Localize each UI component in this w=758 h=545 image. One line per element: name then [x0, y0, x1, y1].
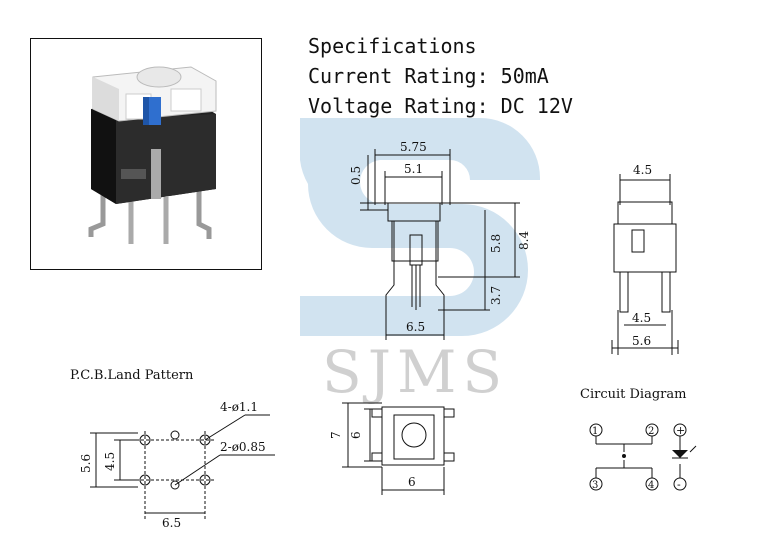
- spec-voltage: Voltage Rating: DC 12V: [308, 94, 573, 118]
- circuit-pin-3: 3: [592, 480, 598, 491]
- product-photo-frame: [30, 38, 262, 270]
- circuit-pin-2: 2: [648, 426, 654, 437]
- circuit-diagram: 1 2 3 4 + -: [589, 423, 697, 491]
- pcb-inner-height: 4.5: [103, 452, 117, 471]
- top-view-drawing: 7 6 6: [329, 402, 455, 495]
- pcb-width: 6.5: [162, 516, 181, 530]
- side-dim-bottom-inner: 4.5: [632, 311, 651, 325]
- circuit-pin-1: 1: [592, 426, 598, 437]
- side-view-drawing: 4.5 4.5 5.6: [611, 163, 679, 355]
- watermark-text: SJMS: [322, 338, 508, 406]
- spec-current: Current Rating: 50mA: [308, 64, 549, 88]
- pcb-outer-height: 5.6: [79, 454, 93, 473]
- pcb-land-pattern: 4-ø1.1 2-ø0.85 5.6 4.5 6.5: [79, 400, 275, 530]
- dim-top-inner: 5.1: [404, 162, 423, 176]
- spec-title: Specifications: [308, 34, 477, 58]
- circuit-title: Circuit Diagram: [580, 387, 687, 402]
- top-dim-inner-height: 6: [349, 431, 363, 439]
- pcb-holes-large: 4-ø1.1: [220, 400, 258, 414]
- dim-total-height: 8.4: [517, 231, 530, 250]
- pcb-holes-small: 2-ø0.85: [220, 440, 266, 454]
- top-dim-outer-height: 7: [329, 431, 343, 439]
- front-view-drawing: 5.75 5.1 0.5 5.8 8.4 3.7 6.5: [349, 140, 530, 340]
- pcb-title: P.C.B.Land Pattern: [70, 368, 194, 383]
- dim-lead-height: 3.7: [489, 286, 503, 305]
- side-dim-top: 4.5: [633, 163, 652, 177]
- led-minus: -: [677, 478, 681, 491]
- top-dim-width: 6: [408, 475, 416, 489]
- dim-body-height: 5.8: [489, 234, 503, 253]
- dim-lead-span: 6.5: [406, 320, 425, 334]
- dim-top-outer: 5.75: [400, 140, 427, 154]
- circuit-pin-4: 4: [648, 480, 654, 491]
- dim-cap-height: 0.5: [349, 166, 363, 185]
- side-dim-bottom-outer: 5.6: [632, 334, 651, 348]
- led-plus: +: [676, 424, 685, 437]
- tact-switch-illustration: [88, 66, 217, 244]
